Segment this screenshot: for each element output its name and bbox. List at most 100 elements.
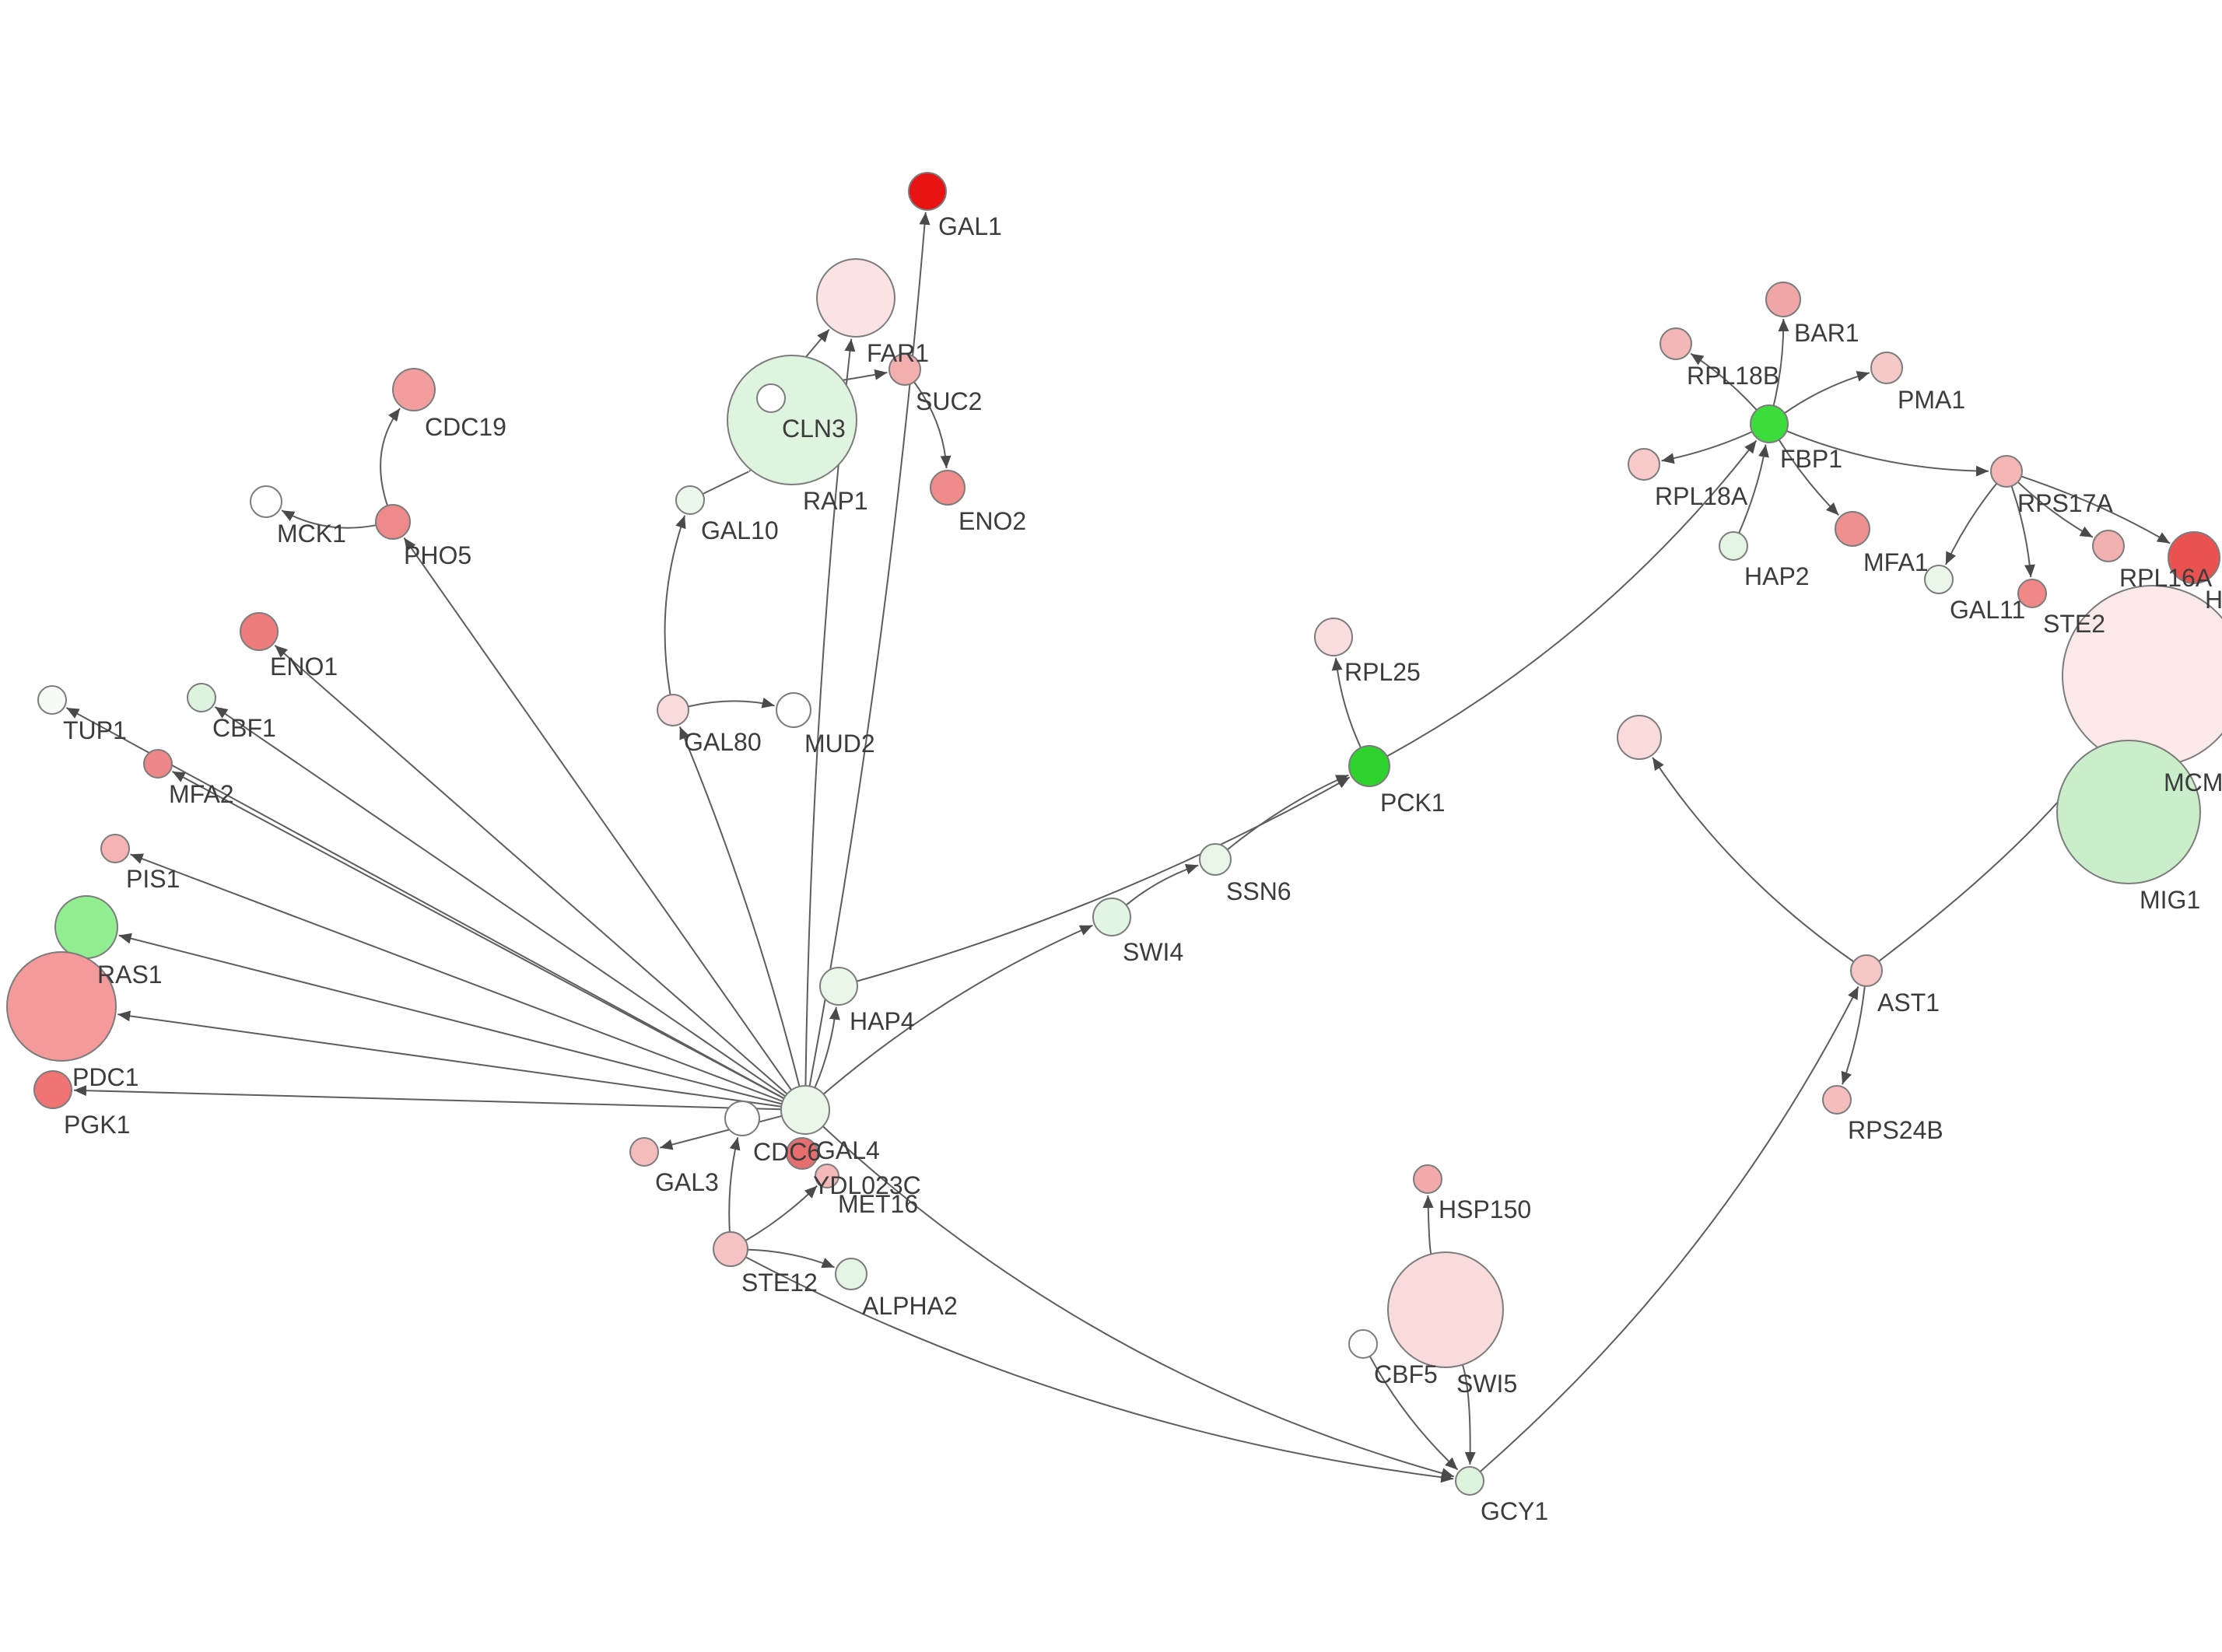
- node-rpl25[interactable]: [1314, 618, 1353, 656]
- node-label-cdc19: CDC19: [425, 413, 506, 441]
- edge-hap4-pck1: [856, 776, 1351, 982]
- node-gcy1[interactable]: [1455, 1466, 1484, 1496]
- edge-gal4-hap4: [814, 1006, 840, 1088]
- node-met16[interactable]: [815, 1164, 839, 1188]
- node-label-ssn6: SSN6: [1226, 877, 1291, 905]
- node-pdc1[interactable]: [6, 951, 117, 1062]
- edge-gal4-swi4: [822, 924, 1093, 1095]
- node-cdc19[interactable]: [392, 368, 436, 411]
- node-label-pgk1: PGK1: [64, 1111, 130, 1139]
- node-label-mfa2: MFA2: [169, 780, 234, 808]
- edge-gal4-cbf1: [214, 705, 786, 1097]
- node-hap2[interactable]: [1719, 531, 1748, 561]
- node-hap4[interactable]: [819, 967, 858, 1006]
- edge-fbp1-bar1: [1772, 318, 1789, 406]
- node-swi5[interactable]: [1387, 1251, 1504, 1368]
- node-rpl18a[interactable]: [1628, 448, 1660, 481]
- nodes-layer: [6, 172, 2222, 1496]
- node-eno2[interactable]: [930, 470, 966, 506]
- node-pis1[interactable]: [100, 834, 130, 863]
- edge-ast1-rps24b: [1841, 985, 1866, 1085]
- edge-gal80-gal10: [664, 515, 686, 695]
- node-label-pck1: PCK1: [1380, 789, 1446, 817]
- node-gal3[interactable]: [629, 1137, 659, 1167]
- node-mck1[interactable]: [250, 485, 282, 518]
- edge-gal4-pdc1: [117, 1010, 782, 1108]
- node-label-ydl023c: YDL023C: [813, 1171, 921, 1199]
- node-label-swi5: SWI5: [1456, 1370, 1517, 1398]
- node-cdc6[interactable]: [724, 1101, 760, 1136]
- node-suc2[interactable]: [888, 353, 921, 386]
- edge-gal4-pis1: [130, 853, 783, 1102]
- edge-ste12-gcy1: [745, 1256, 1454, 1483]
- node-label-ras1: RAS1: [97, 961, 163, 989]
- node-eno1[interactable]: [240, 612, 279, 651]
- edge-gal4-ras1: [118, 933, 783, 1105]
- node-rpl16a[interactable]: [2092, 530, 2125, 562]
- node-gal11[interactable]: [1924, 565, 1954, 594]
- node-pck1[interactable]: [1348, 745, 1390, 787]
- node-label-tup1: TUP1: [63, 716, 127, 744]
- node-label-cln3: CLN3: [782, 415, 846, 443]
- node-cbf1[interactable]: [187, 683, 216, 712]
- node-bar1[interactable]: [1765, 282, 1801, 317]
- node-ste12[interactable]: [713, 1231, 748, 1267]
- node-mig1[interactable]: [2056, 740, 2201, 884]
- node-label-alpha2: ALPHA2: [862, 1292, 958, 1320]
- edge-ssn6-pck1: [1226, 774, 1349, 851]
- node-label-pho5: PHO5: [404, 541, 471, 569]
- edge-cbf5-gcy1: [1369, 1356, 1459, 1471]
- node-cln3[interactable]: [756, 383, 786, 413]
- node-swi4[interactable]: [1092, 898, 1131, 936]
- node-gal1[interactable]: [908, 172, 947, 211]
- node-mfa2[interactable]: [143, 749, 173, 779]
- node-ste2[interactable]: [2017, 579, 2047, 608]
- node-label-gcy1: GCY1: [1481, 1497, 1548, 1525]
- edge-gal4-gcy1: [822, 1125, 1455, 1479]
- edge-rps17a-his4: [2020, 475, 2171, 544]
- edge-pck1-fbp1: [1386, 439, 1758, 758]
- node-label-suc2: SUC2: [916, 387, 982, 415]
- edge-gal4-gal1: [808, 212, 931, 1087]
- node-rps24b[interactable]: [1822, 1085, 1852, 1115]
- edge-ste12-alpha2: [747, 1248, 835, 1269]
- node-rpl18b[interactable]: [1659, 327, 1692, 360]
- node-his4[interactable]: [2168, 531, 2220, 584]
- node-far1[interactable]: [816, 258, 895, 338]
- node-fbp1[interactable]: [1750, 404, 1789, 443]
- edges-layer: [65, 212, 2171, 1483]
- node-label-cdc6: CDC6: [753, 1138, 821, 1166]
- edge-pho5-mck1: [281, 509, 377, 529]
- node-unlabeled[interactable]: [1617, 715, 1662, 760]
- edge-suc2-eno2: [913, 381, 952, 469]
- node-label-mfa1: MFA1: [1863, 548, 1929, 576]
- node-ssn6[interactable]: [1199, 843, 1232, 876]
- node-gal4[interactable]: [780, 1085, 830, 1135]
- node-label-rps17a: RPS17A: [2017, 489, 2113, 517]
- node-label-his4: HIS4: [2205, 586, 2222, 614]
- node-label-rps24b: RPS24B: [1848, 1116, 1943, 1144]
- node-label-bar1: BAR1: [1794, 319, 1859, 347]
- edge-fbp1-rpl18a: [1661, 431, 1753, 464]
- node-ast1[interactable]: [1850, 954, 1883, 987]
- node-alpha2[interactable]: [835, 1258, 867, 1290]
- node-gal10[interactable]: [675, 485, 705, 515]
- node-tup1[interactable]: [37, 685, 67, 715]
- node-label-ast1: AST1: [1877, 989, 1940, 1017]
- node-ydl023c[interactable]: [786, 1137, 818, 1170]
- node-pgk1[interactable]: [33, 1070, 72, 1109]
- node-label-met16: MET16: [838, 1190, 918, 1218]
- node-gal80[interactable]: [657, 694, 689, 726]
- node-rap1[interactable]: [727, 355, 857, 485]
- node-mud2[interactable]: [776, 692, 811, 728]
- node-rps17a[interactable]: [1990, 455, 2023, 488]
- node-pho5[interactable]: [375, 504, 411, 540]
- node-pma1[interactable]: [1870, 352, 1903, 384]
- node-mfa1[interactable]: [1835, 511, 1870, 547]
- node-label-gal11: GAL11: [1950, 596, 2025, 624]
- node-cbf5[interactable]: [1348, 1329, 1378, 1359]
- node-ras1[interactable]: [54, 895, 118, 959]
- node-hsp150[interactable]: [1413, 1164, 1442, 1194]
